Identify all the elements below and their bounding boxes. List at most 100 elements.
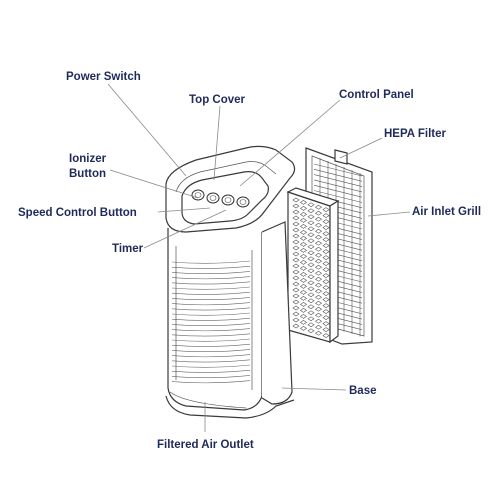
grill-slat	[313, 190, 363, 203]
hepa-cell	[307, 304, 315, 310]
hepa-cell	[292, 245, 300, 251]
grille-slot	[171, 307, 251, 311]
grille-slot	[171, 354, 251, 358]
grille-slot	[171, 380, 251, 384]
grille-slot	[171, 328, 251, 332]
hepa-cell	[322, 279, 330, 284]
hepa-cell	[314, 228, 323, 234]
hepa-cell	[292, 233, 300, 239]
hepa-cell	[292, 311, 300, 317]
hepa-cell	[292, 287, 300, 293]
hepa-cell	[299, 290, 308, 295]
leader-timer	[143, 209, 227, 249]
hepa-cell	[292, 299, 300, 305]
hepa-cell	[314, 216, 323, 222]
leader-speed-control	[157, 207, 211, 213]
hepa-cell	[322, 237, 330, 242]
hepa-cell	[307, 322, 315, 328]
leader-lines	[107, 83, 411, 432]
label-ionizer-line1: Ionizer	[69, 153, 107, 165]
hepa-cell	[299, 320, 308, 325]
hepa-cell	[314, 288, 323, 294]
hepa-cell	[322, 261, 330, 266]
hepa-cell	[292, 209, 300, 215]
hepa-cell	[299, 296, 308, 301]
hepa-cell	[322, 309, 330, 314]
leader-hepa-filter	[339, 137, 383, 159]
hepa-cell	[299, 254, 308, 259]
control-button-inner	[194, 192, 202, 198]
hepa-cell	[322, 273, 330, 278]
control-button-2	[206, 192, 220, 204]
hepa-cell	[299, 242, 308, 247]
hepa-cell	[322, 213, 330, 218]
grill-slat	[313, 179, 363, 193]
label-speed-control-button: Speed Control Button	[18, 207, 137, 219]
hepa-cell	[307, 220, 315, 226]
hepa-cell	[299, 236, 308, 241]
leader-base	[281, 387, 347, 391]
hepa-cell	[314, 324, 323, 330]
grille-slot	[171, 297, 251, 300]
hepa-cell	[314, 318, 323, 324]
hepa-cell	[314, 270, 323, 276]
hepa-cell	[307, 280, 315, 286]
hepa-cell	[307, 328, 315, 334]
grille-slot	[171, 364, 251, 368]
grill-slat	[313, 174, 363, 187]
grille-slot	[171, 349, 251, 352]
hepa-cell	[322, 255, 330, 260]
grille-slot	[171, 281, 251, 285]
hepa-cell	[299, 212, 308, 217]
hepa-cell	[292, 305, 300, 311]
hepa-cell	[314, 210, 323, 216]
hepa-cell	[299, 248, 308, 253]
hepa-cell	[299, 218, 308, 223]
hepa-cell	[322, 321, 330, 326]
hepa-cell	[292, 221, 300, 227]
label-power-switch: Power Switch	[66, 71, 141, 83]
grill-slat	[313, 169, 363, 182]
hepa-cell	[299, 278, 308, 283]
hepa-cell	[292, 215, 300, 221]
hepa-cell	[307, 310, 315, 316]
grille-slot	[171, 369, 251, 373]
hepa-cell	[307, 232, 315, 238]
control-button-inner	[224, 197, 232, 203]
hepa-cell	[292, 293, 300, 299]
hepa-cell	[314, 240, 323, 246]
hepa-cell	[314, 306, 323, 312]
control-button-1	[191, 189, 205, 201]
hepa-cell	[299, 224, 308, 229]
grille-slot	[171, 323, 251, 326]
hepa-cell	[322, 285, 330, 290]
hepa-cell	[292, 275, 300, 281]
hepa-cell	[314, 234, 323, 240]
label-air-inlet-grill: Air Inlet Grill	[412, 206, 481, 218]
hepa-cell	[314, 276, 323, 282]
hepa-cell	[307, 208, 315, 214]
hepa-cell	[322, 333, 330, 338]
hepa-cell	[307, 244, 315, 250]
hepa-cell	[322, 327, 330, 332]
purifier-body-illustration	[165, 145, 296, 419]
hepa-cell	[307, 250, 315, 256]
hepa-cell	[314, 294, 323, 300]
hepa-cell	[322, 207, 330, 212]
grille-slot	[171, 312, 251, 316]
hepa-cell	[307, 202, 315, 208]
control-button-3	[221, 194, 235, 206]
hepa-cell	[322, 225, 330, 230]
control-button-inner	[209, 195, 217, 201]
label-control-panel: Control Panel	[339, 89, 414, 101]
hepa-cell	[292, 239, 300, 245]
hepa-cell	[314, 312, 323, 318]
hepa-cell	[322, 303, 330, 308]
hepa-cell	[307, 316, 315, 322]
leader-control-panel	[239, 99, 341, 187]
grille-slot	[171, 276, 251, 280]
hepa-cell	[292, 203, 300, 209]
hepa-cell	[299, 206, 308, 211]
label-top-cover: Top Cover	[189, 94, 246, 106]
hepa-cell	[314, 246, 323, 252]
